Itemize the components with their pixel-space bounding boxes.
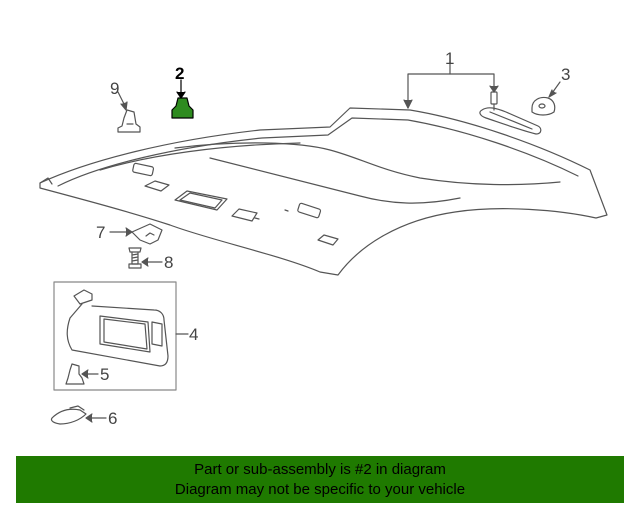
part-5-clip[interactable] bbox=[65, 363, 85, 385]
part-1-handle[interactable] bbox=[479, 91, 542, 135]
visor-group-box bbox=[53, 281, 177, 391]
leader-lines bbox=[81, 61, 561, 423]
callout-7: 7 bbox=[96, 223, 105, 242]
banner-line-2: Diagram may not be specific to your vehi… bbox=[174, 481, 466, 498]
callout-1: 1 bbox=[445, 49, 454, 68]
info-banner: Part or sub-assembly is #2 in diagram Di… bbox=[16, 456, 624, 503]
part-2-clip[interactable] bbox=[171, 97, 194, 119]
callout-3: 3 bbox=[561, 65, 570, 84]
part-7-bracket[interactable] bbox=[131, 223, 163, 245]
part-6-clip[interactable] bbox=[50, 405, 87, 425]
callout-6: 6 bbox=[108, 409, 117, 428]
callout-2: 2 bbox=[175, 64, 184, 83]
banner-line-1: Part or sub-assembly is #2 in diagram bbox=[194, 461, 446, 478]
callout-4: 4 bbox=[189, 325, 198, 344]
part-4-sun-visor[interactable] bbox=[66, 289, 169, 367]
callout-9: 9 bbox=[110, 79, 119, 98]
part-9-bracket[interactable] bbox=[117, 109, 141, 133]
callout-5: 5 bbox=[100, 365, 109, 384]
callout-8: 8 bbox=[164, 253, 173, 272]
part-8-screw[interactable] bbox=[128, 247, 142, 269]
part-3-cap[interactable] bbox=[531, 96, 556, 116]
headliner-panel bbox=[39, 107, 608, 276]
